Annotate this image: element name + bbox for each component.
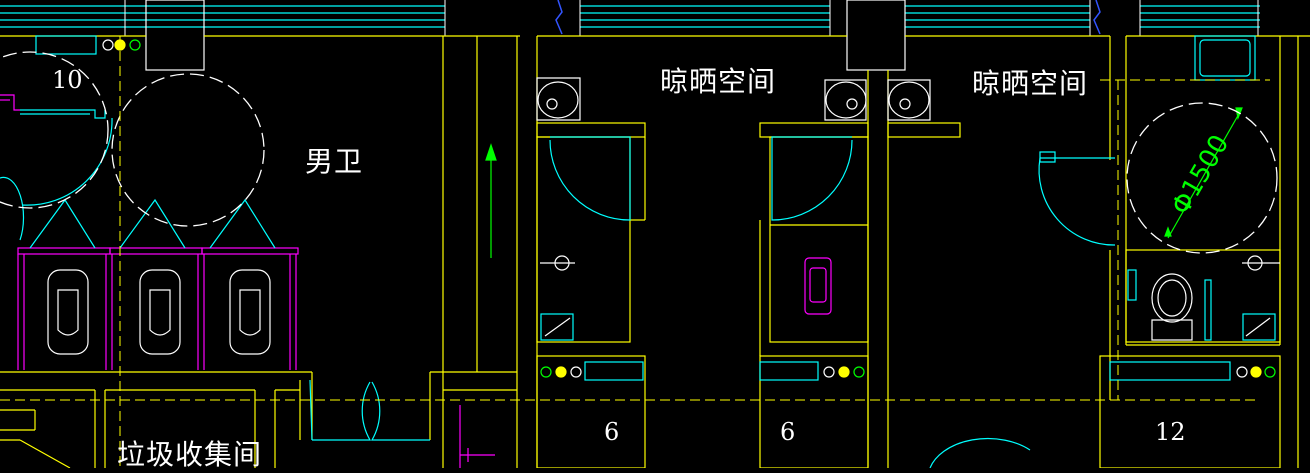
columns [145,0,906,71]
room-label-garbage-room: 垃圾收集间 [117,438,263,471]
window-strip [0,5,1260,28]
room-label-drying-space-left: 晾晒空间 [660,65,777,98]
cubicle-partitions [0,94,832,468]
wash-basins [536,77,1280,341]
walls [0,35,1310,468]
room-label-mens-toilet: 男卫 [305,145,364,178]
grid-number-10: 10 [52,66,83,94]
squat-toilets [47,269,271,355]
window-mullions [124,0,1259,36]
pipe-valves [102,39,1276,378]
turning-circles [0,51,1278,254]
break-marks [555,0,1101,35]
grid-number-12: 12 [1155,418,1186,446]
grid-number-6-left: 6 [604,418,620,446]
green-annotations [485,107,1243,258]
room-label-drying-space-right: 晾晒空间 [972,67,1089,100]
axis-lines [0,36,1270,468]
fixtures [0,35,1276,468]
grid-number-6-right: 6 [780,418,796,446]
